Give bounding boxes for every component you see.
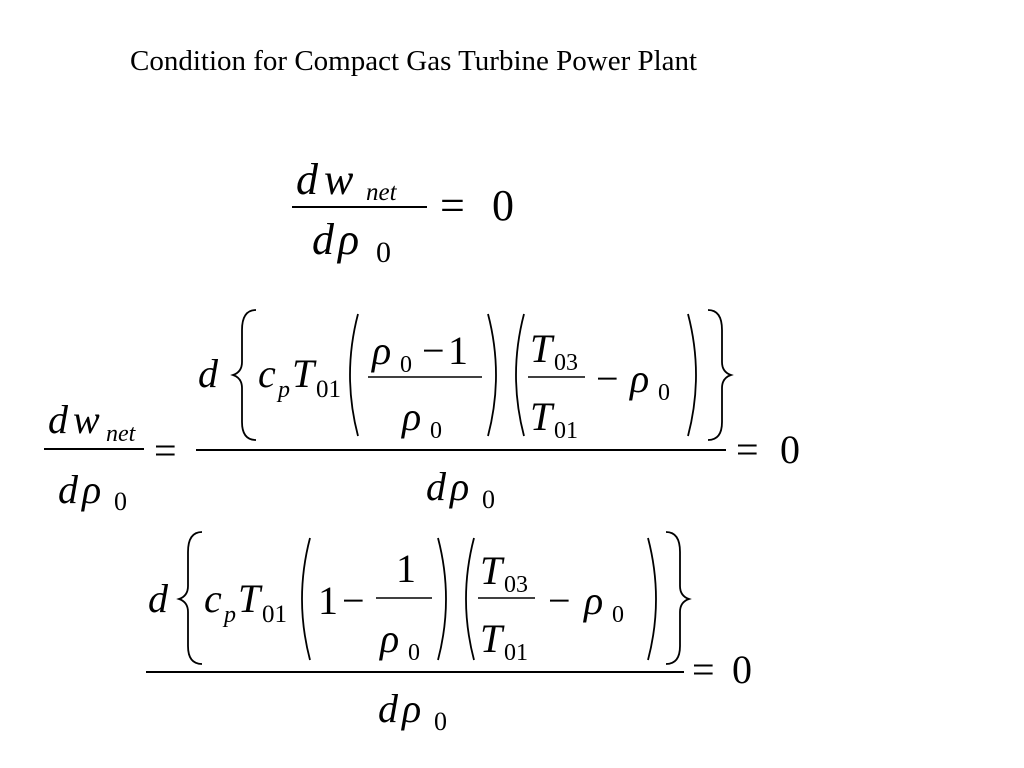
eq1-w: w bbox=[324, 155, 354, 204]
eq1-den-d: d bbox=[312, 215, 335, 264]
eq3-f1-one: 1 bbox=[396, 546, 416, 591]
eq2-equals-2: = bbox=[736, 427, 759, 472]
eq2-f2-den-T: T bbox=[530, 394, 555, 439]
eq2-zero: 0 bbox=[780, 427, 800, 472]
eq3-one: 1 bbox=[318, 578, 338, 623]
eq2-f1-minus: − bbox=[422, 328, 445, 373]
eq2-c: c bbox=[258, 351, 276, 396]
eq1-zero: 0 bbox=[492, 181, 514, 230]
eq2-right-paren-1 bbox=[487, 313, 497, 437]
eq3-right-paren-2 bbox=[647, 537, 657, 661]
eq3-left-paren-2 bbox=[465, 537, 475, 661]
equation-3: d c p T 01 1 − 1 ρ 0 T 03 T 01 − ρ 0 d ρ… bbox=[146, 531, 752, 736]
eq3-den-rho: ρ bbox=[400, 686, 421, 731]
eq3-right-paren-1 bbox=[437, 537, 447, 661]
eq2-den-rho: ρ bbox=[448, 464, 469, 509]
eq2-lhs-den-sub0: 0 bbox=[114, 487, 127, 516]
equation-1: d w net d ρ 0 = 0 bbox=[292, 155, 514, 269]
eq3-right-brace bbox=[665, 531, 692, 665]
eq2-f1-one: 1 bbox=[448, 328, 468, 373]
slide-title: Condition for Compact Gas Turbine Power … bbox=[130, 45, 698, 77]
eq2-f2-sub03: 03 bbox=[554, 350, 578, 376]
eq2-f2-rho-sub0: 0 bbox=[658, 380, 670, 406]
eq2-lhs-den-rho: ρ bbox=[80, 467, 101, 512]
eq2-lhs-w: w bbox=[73, 397, 100, 442]
eq2-f1-den-rho: ρ bbox=[400, 394, 421, 439]
eq2-lhs-net: net bbox=[106, 421, 137, 447]
eq2-f2-minus: − bbox=[596, 356, 619, 401]
eq2-f1-den-sub0: 0 bbox=[430, 418, 442, 444]
eq3-zero: 0 bbox=[732, 647, 752, 692]
eq3-f2-den-T: T bbox=[480, 616, 505, 661]
eq2-num-d: d bbox=[198, 351, 219, 396]
eq2-left-brace bbox=[230, 309, 257, 441]
eq3-c-sub-p: p bbox=[222, 602, 236, 628]
eq3-T: T bbox=[238, 576, 263, 621]
eq3-f1-den-sub0: 0 bbox=[408, 640, 420, 666]
eq3-f2-minus: − bbox=[548, 578, 571, 623]
eq2-den-sub0: 0 bbox=[482, 485, 495, 514]
eq3-den-d: d bbox=[378, 686, 399, 731]
eq3-c: c bbox=[204, 576, 222, 621]
eq3-f2-sub03: 03 bbox=[504, 572, 528, 598]
eq2-left-paren-1 bbox=[349, 313, 359, 437]
eq1-equals: = bbox=[440, 181, 465, 230]
eq3-minus-1: − bbox=[342, 578, 365, 623]
eq3-left-paren-1 bbox=[301, 537, 311, 661]
eq2-f2-rho: ρ bbox=[628, 356, 649, 401]
eq3-f2-rho: ρ bbox=[582, 578, 603, 623]
eq1-net: net bbox=[366, 179, 398, 206]
eq1-den-rho: ρ bbox=[336, 215, 359, 264]
eq3-num-d: d bbox=[148, 576, 169, 621]
eq2-right-paren-2 bbox=[687, 313, 697, 437]
eq2-T: T bbox=[292, 351, 317, 396]
eq3-f1-den-rho: ρ bbox=[378, 616, 399, 661]
eq3-left-brace bbox=[176, 531, 203, 665]
eq2-f2-T: T bbox=[530, 326, 555, 371]
eq2-right-brace bbox=[707, 309, 734, 441]
eq2-equals-1: = bbox=[154, 428, 177, 473]
eq2-T-sub01: 01 bbox=[316, 376, 341, 403]
eq2-lhs-den-d: d bbox=[58, 467, 79, 512]
eq3-f2-T: T bbox=[480, 548, 505, 593]
eq2-f1-rho: ρ bbox=[370, 328, 391, 373]
eq2-lhs-d: d bbox=[48, 397, 69, 442]
eq3-den-sub0: 0 bbox=[434, 707, 447, 736]
equation-2: d w net d ρ 0 = d c p T 01 ρ 0 − 1 ρ 0 T… bbox=[44, 309, 800, 516]
eq3-T-sub01: 01 bbox=[262, 601, 287, 628]
eq2-f1-sub0: 0 bbox=[400, 352, 412, 378]
eq1-den-sub0: 0 bbox=[376, 236, 391, 269]
eq2-c-sub-p: p bbox=[276, 377, 290, 403]
eq2-f2-den-sub01: 01 bbox=[554, 418, 578, 444]
eq3-f2-rho-sub0: 0 bbox=[612, 602, 624, 628]
eq3-f2-den-sub01: 01 bbox=[504, 640, 528, 666]
eq1-d: d bbox=[296, 155, 319, 204]
eq2-left-paren-2 bbox=[515, 313, 525, 437]
eq2-den-d: d bbox=[426, 464, 447, 509]
eq3-equals: = bbox=[692, 647, 715, 692]
